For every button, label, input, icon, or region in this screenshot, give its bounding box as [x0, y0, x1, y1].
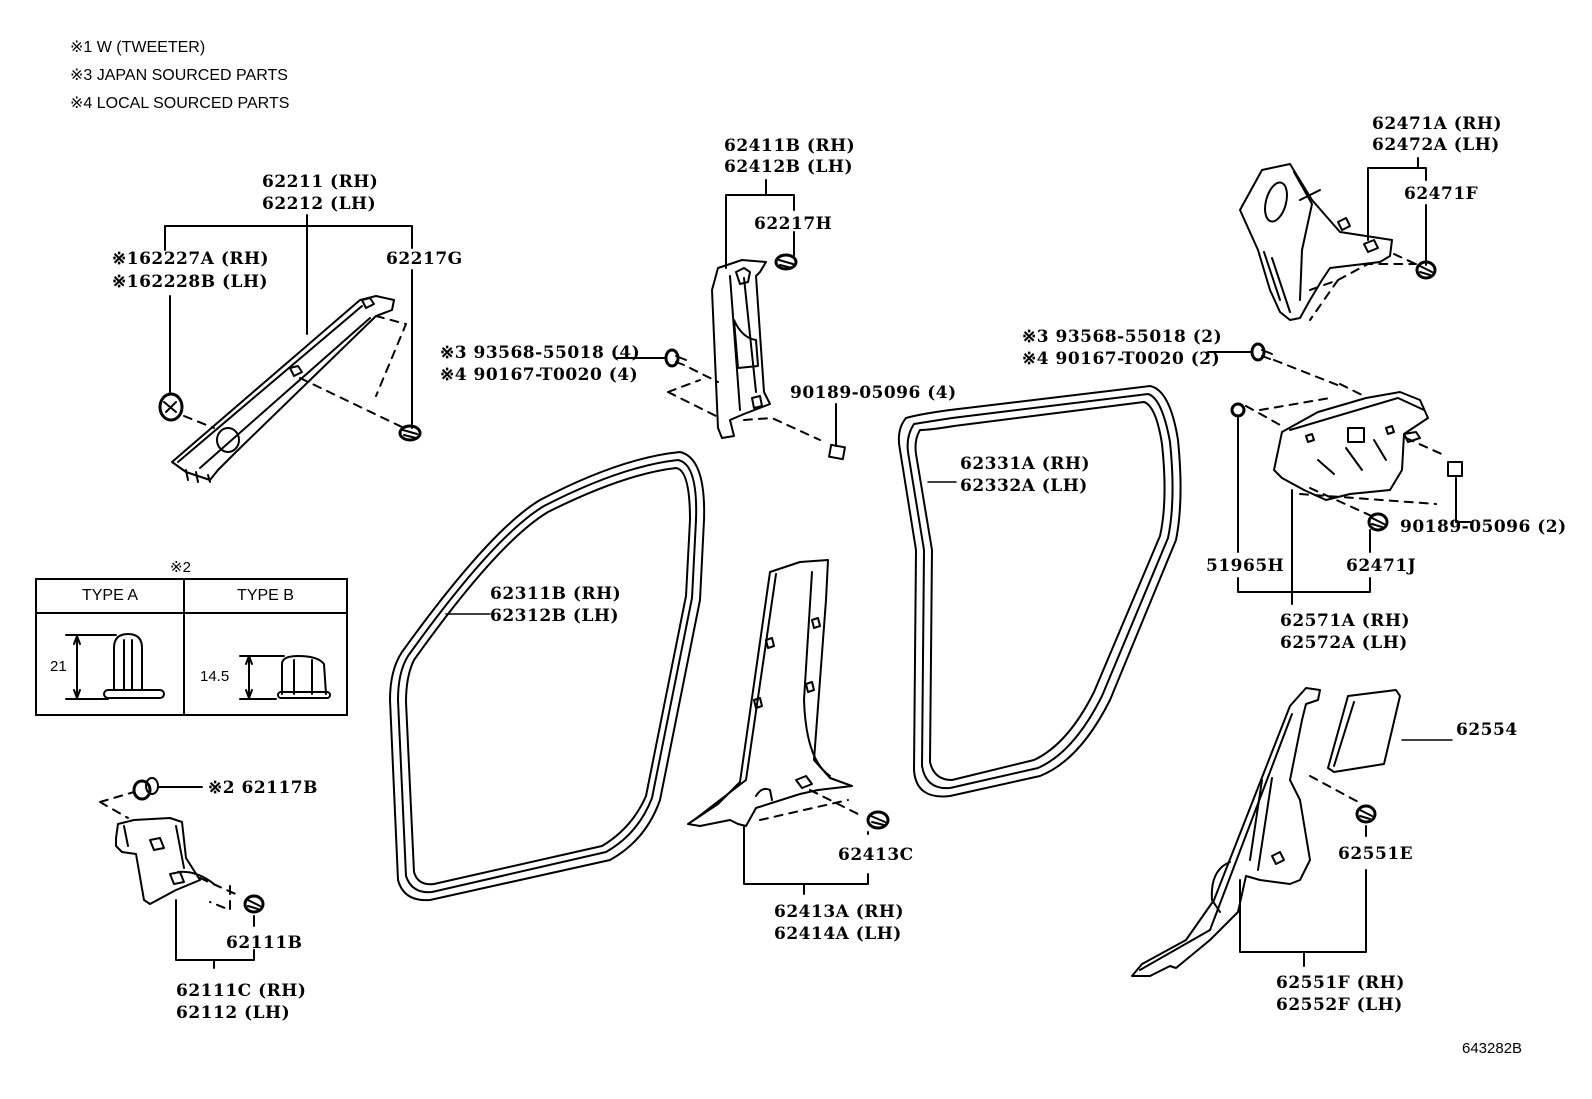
dashed-cowl-side	[99, 791, 241, 911]
tweeter-cover-icon	[158, 392, 184, 422]
label-93568-55018-4[interactable]: ※3 93568-55018 (4)	[440, 343, 641, 363]
label-62332a[interactable]: 62332A (LH)	[960, 476, 1088, 496]
part-51965h-icon	[1230, 402, 1246, 418]
label-62414a[interactable]: 62414A (LH)	[774, 924, 902, 944]
rear-door-weatherstrip	[897, 385, 1182, 798]
leader-cowl-side	[157, 786, 255, 969]
nut-90189-4-icon	[828, 403, 846, 461]
label-62571a[interactable]: 62571A (RH)	[1280, 611, 1411, 631]
dashed-rear-quarter	[1245, 383, 1447, 519]
screw-left-icon	[615, 348, 687, 368]
label-62217g[interactable]: 62217G	[386, 249, 463, 269]
type-a-dimension: 21	[50, 658, 67, 675]
label-62211[interactable]: 62211 (RH)	[262, 172, 379, 192]
clip-62551e-icon	[1355, 804, 1377, 824]
clip-62413c-icon	[866, 810, 890, 830]
cowl-clip-62117b-icon	[132, 777, 159, 801]
label-62413a[interactable]: 62413A (RH)	[774, 902, 905, 922]
dashed-b-upper	[667, 367, 821, 441]
label-62552f[interactable]: 62552F (LH)	[1276, 995, 1403, 1015]
label-62217h[interactable]: 62217H	[754, 214, 833, 234]
front-door-weatherstrip	[389, 451, 706, 902]
dashed-rear-lower	[1309, 775, 1363, 805]
leader-c-pillar-upper	[1367, 157, 1427, 266]
pad-62554	[1327, 689, 1401, 773]
label-90167-t0020-4[interactable]: ※4 90167-T0020 (4)	[440, 365, 639, 385]
label-51965h[interactable]: 51965H	[1206, 556, 1285, 576]
type-a-header: TYPE A	[37, 580, 183, 614]
label-62411b[interactable]: 62411B (RH)	[724, 136, 856, 156]
type-b-clip-icon	[239, 655, 331, 700]
dashed-b-lower	[759, 789, 863, 821]
note-japan-sourced: ※3 JAPAN SOURCED PARTS	[70, 67, 288, 84]
type-b-dimension: 14.5	[200, 668, 230, 685]
leader-b-pillar-upper	[725, 179, 795, 269]
type-table-divider	[183, 580, 185, 714]
note-tweeter: ※1 W (TWEETER)	[70, 39, 206, 56]
label-62312b[interactable]: 62312B (LH)	[490, 606, 620, 626]
screw-right-icon	[1207, 342, 1273, 362]
dashed-a-pillar-2	[299, 315, 407, 429]
c-pillar-upper-garnish	[1239, 163, 1393, 321]
label-62471a[interactable]: 62471A (RH)	[1372, 114, 1503, 134]
diagram-reference-number: 643282B	[1462, 1040, 1523, 1057]
dashed-a-pillar-1	[183, 415, 215, 429]
leader-rear-quarter	[1237, 417, 1471, 605]
type-a-clip-icon	[65, 633, 165, 700]
label-62413c[interactable]: 62413C	[838, 845, 914, 865]
clip-62217g-icon	[398, 424, 422, 442]
label-62472a[interactable]: 62472A (LH)	[1372, 135, 1500, 155]
a-pillar-garnish	[171, 295, 395, 483]
cowl-side-trim	[115, 817, 215, 905]
clip-62111b-icon	[243, 894, 265, 914]
label-62228b[interactable]: ※162228B (LH)	[112, 272, 269, 292]
label-62412b[interactable]: 62412B (LH)	[724, 157, 854, 177]
type-table: TYPE A TYPE B	[35, 578, 348, 716]
type-b-header: TYPE B	[185, 580, 346, 614]
nut-90189-2-icon	[1447, 461, 1463, 477]
note-local-sourced: ※4 LOCAL SOURCED PARTS	[70, 95, 290, 112]
leader-rear-lower	[1239, 739, 1453, 967]
label-62212[interactable]: 62212 (LH)	[262, 194, 377, 214]
label-90189-05096-2[interactable]: 90189-05096 (2)	[1400, 517, 1567, 537]
clip-62471f-icon	[1415, 260, 1437, 280]
leader-b-pillar-lower	[743, 825, 869, 895]
label-62111c[interactable]: 62111C (RH)	[176, 981, 307, 1001]
rear-lower-trim	[1131, 687, 1321, 977]
label-62471j[interactable]: 62471J	[1346, 556, 1417, 576]
label-93568-55018-2[interactable]: ※3 93568-55018 (2)	[1022, 327, 1223, 347]
clip-62471j-icon	[1367, 512, 1389, 532]
type-table-title: ※2	[170, 559, 191, 576]
label-62554[interactable]: 62554	[1456, 720, 1518, 740]
b-pillar-upper-garnish	[711, 259, 771, 439]
dashed-screw-right	[1273, 359, 1341, 387]
label-90189-05096-4[interactable]: 90189-05096 (4)	[790, 383, 957, 403]
label-62112[interactable]: 62112 (LH)	[176, 1003, 291, 1023]
label-62551f[interactable]: 62551F (RH)	[1276, 973, 1405, 993]
label-62471f[interactable]: 62471F	[1404, 184, 1479, 204]
label-62572a[interactable]: 62572A (LH)	[1280, 633, 1408, 653]
clip-62217h-icon	[774, 253, 798, 271]
label-62551e[interactable]: 62551E	[1338, 844, 1414, 864]
label-62227a[interactable]: ※162227A (RH)	[112, 249, 270, 269]
dashed-c-upper	[1309, 253, 1421, 321]
label-62331a[interactable]: 62331A (RH)	[960, 454, 1091, 474]
rear-quarter-trim	[1273, 391, 1429, 501]
label-90167-t0020-2[interactable]: ※4 90167-T0020 (2)	[1022, 349, 1221, 369]
label-62117b[interactable]: ※2 62117B	[208, 778, 319, 798]
leader-a-pillar	[164, 214, 413, 429]
label-62111b[interactable]: 62111B	[226, 933, 303, 953]
label-62311b[interactable]: 62311B (RH)	[490, 584, 622, 604]
b-pillar-lower-garnish	[687, 559, 853, 827]
